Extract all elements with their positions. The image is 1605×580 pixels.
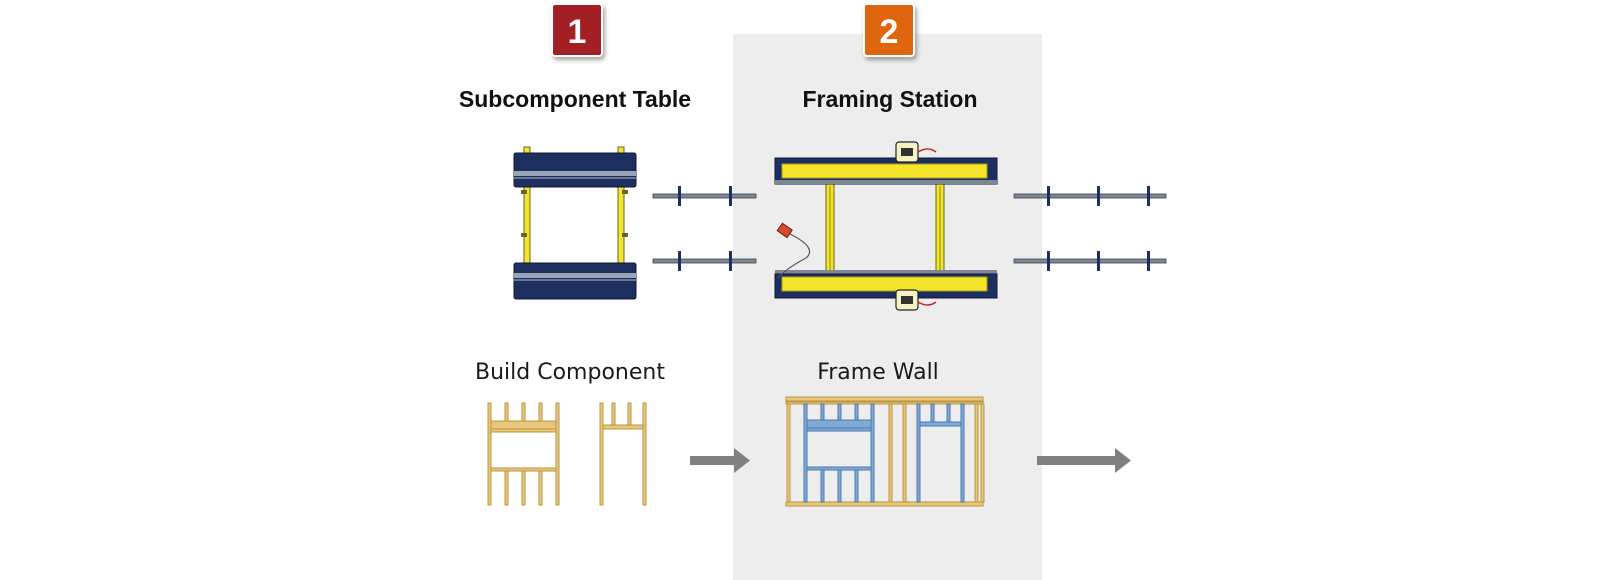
flow-arrow-icon [1037,448,1131,473]
station-1-step-label: Build Component [475,360,665,385]
wall-frame-icon [785,396,985,507]
subcomponent-table-icon [513,146,637,300]
station-1-badge: 1 [551,3,603,57]
flow-arrow-icon [690,448,750,473]
station-2-badge: 2 [863,3,915,57]
station-1-title: Subcomponent Table [458,86,692,112]
conveyor-icon [652,186,757,271]
framing-station-background [733,34,1042,580]
station-2-step-label: Frame Wall [817,360,939,385]
station-2-title: Framing Station [802,86,978,112]
conveyor-icon [1013,186,1167,271]
component-frame-icon [487,402,560,506]
component-frame-icon [599,402,647,506]
framing-station-icon [774,141,998,311]
